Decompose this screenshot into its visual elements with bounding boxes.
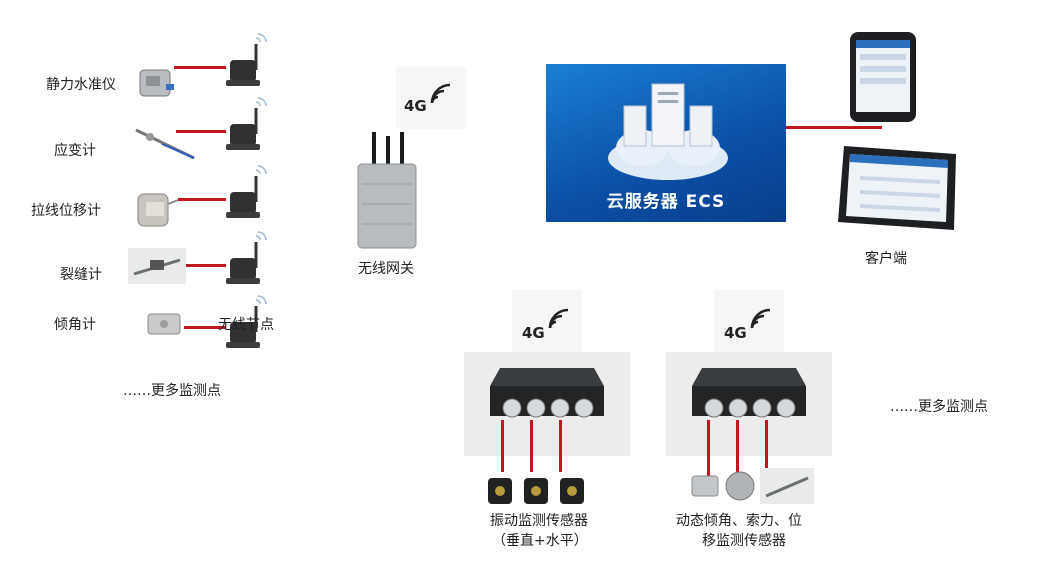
crack-meter-icon (128, 248, 186, 284)
dynamic-label-line1: 动态倾角、索力、位 (676, 513, 802, 529)
collector-badge: 4G (714, 290, 784, 352)
cloud-server-panel: 云服务器 ECS (546, 64, 786, 222)
sensor-label: 裂缝计 (60, 267, 102, 283)
strain-gauge-icon (135, 128, 195, 160)
dynamic-sensor-icon (691, 468, 814, 504)
vibration-label-line1: 振动监测传感器 (490, 513, 588, 529)
sensor-label: 应变计 (54, 143, 96, 159)
link-line (178, 198, 226, 201)
link-line (184, 326, 226, 329)
cloud-title: 云服务器 ECS (606, 192, 726, 212)
more-points-right: ……更多监测点 (890, 399, 988, 415)
link-line (501, 420, 504, 472)
vibration-label-line2: （垂直+水平） (492, 533, 588, 549)
wireless-node-icon (226, 295, 267, 348)
collector-badge-text: 4G (724, 324, 747, 342)
collector-badge-text: 4G (522, 324, 545, 342)
collector-panel (464, 352, 630, 456)
wireless-node-label: 无线节点 (218, 317, 274, 333)
cloud-server-icon (608, 83, 728, 180)
more-points-left: ……更多监测点 (123, 383, 221, 399)
dynamic-label-line2: 移监测传感器 (702, 533, 786, 549)
vibration-sensor-icon (488, 478, 584, 504)
gateway-label: 无线网关 (358, 261, 414, 277)
wireless-node-icon (226, 231, 267, 284)
network-badge: 4G (396, 67, 466, 129)
signal-icon (548, 308, 569, 329)
wire-displacement-icon (137, 193, 179, 227)
level-sensor-icon (139, 69, 174, 97)
client-label: 客户端 (865, 251, 907, 267)
signal-icon (430, 83, 451, 104)
collector-device-icon (490, 368, 604, 418)
tablet-icon (838, 146, 956, 230)
collector-device-icon (692, 368, 806, 418)
link-line (174, 66, 226, 69)
link-line (530, 420, 533, 472)
link-line (765, 420, 768, 476)
sensor-label: 倾角计 (54, 317, 96, 333)
link-line (559, 420, 562, 472)
sensor-label: 静力水准仪 (46, 77, 116, 93)
link-line (786, 126, 882, 129)
link-line (736, 420, 739, 476)
phone-icon (850, 32, 916, 122)
wireless-node-icon (226, 97, 267, 150)
link-line (186, 264, 226, 267)
inclinometer-icon (147, 313, 181, 335)
wireless-node-icon (226, 33, 267, 86)
network-badge-text: 4G (404, 97, 427, 115)
wireless-node-icon (226, 165, 267, 218)
link-line (707, 420, 710, 476)
collector-badge: 4G (512, 290, 582, 352)
sensor-label: 拉线位移计 (31, 203, 101, 219)
signal-icon (750, 308, 771, 329)
link-line (176, 130, 226, 133)
gateway-icon (357, 132, 417, 249)
collector-panel (666, 352, 832, 456)
